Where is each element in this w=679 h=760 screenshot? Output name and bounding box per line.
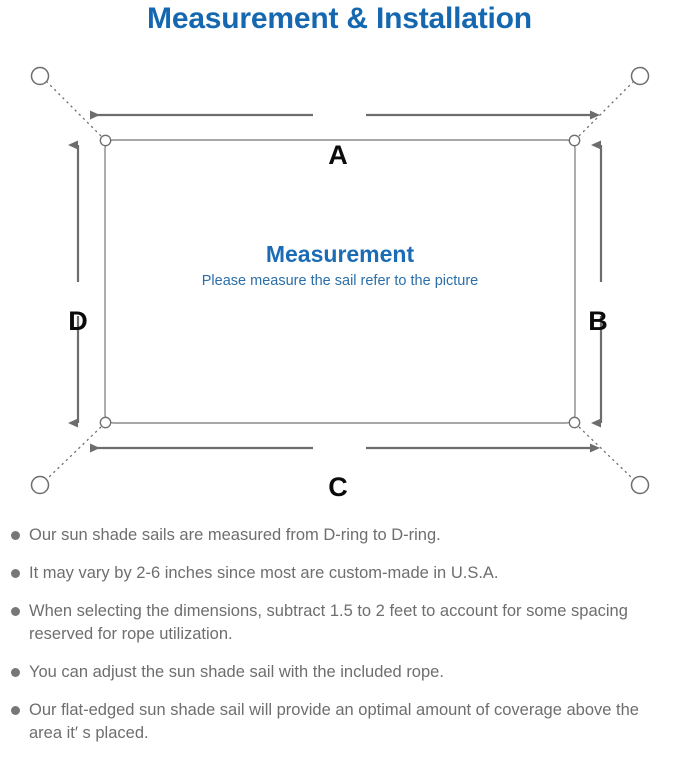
measurement-diagram: Measurement Please measure the sail refe… — [0, 44, 679, 514]
list-item: You can adjust the sun shade sail with t… — [0, 661, 679, 684]
dimension-label-a: A — [328, 140, 348, 170]
list-item-text: Our flat-edged sun shade sail will provi… — [29, 701, 639, 742]
list-item: It may vary by 2-6 inches since most are… — [0, 562, 679, 585]
dimension-label-d: D — [68, 306, 88, 336]
bullet-icon — [11, 569, 20, 578]
rope-bottom-right — [578, 426, 634, 480]
list-item: When selecting the dimensions, subtract … — [0, 600, 679, 646]
list-item-text: Our sun shade sails are measured from D-… — [29, 526, 441, 544]
dimension-label-b: B — [588, 306, 608, 336]
notes-list: Our sun shade sails are measured from D-… — [0, 524, 679, 760]
anchor-ring-bottom-right — [630, 475, 650, 495]
rope-bottom-left — [46, 426, 102, 480]
dimension-label-c: C — [328, 472, 348, 502]
rope-top-left — [46, 81, 102, 137]
anchor-ring-bottom-left — [30, 475, 50, 495]
list-item-text: When selecting the dimensions, subtract … — [29, 602, 628, 643]
bullet-icon — [11, 668, 20, 677]
list-item: Our sun shade sails are measured from D-… — [0, 524, 679, 547]
list-item-text: It may vary by 2-6 inches since most are… — [29, 564, 499, 582]
d-ring-top-right — [568, 134, 581, 147]
page-title: Measurement & Installation — [147, 2, 532, 35]
d-ring-bottom-right — [568, 416, 581, 429]
rope-top-right — [578, 81, 634, 137]
anchor-ring-top-left — [30, 66, 50, 86]
bullet-icon — [11, 706, 20, 715]
d-ring-top-left — [99, 134, 112, 147]
bullet-icon — [11, 531, 20, 540]
anchor-ring-top-right — [630, 66, 650, 86]
list-item-text: You can adjust the sun shade sail with t… — [29, 663, 444, 681]
diagram-canvas — [30, 66, 650, 495]
d-ring-bottom-left — [99, 416, 112, 429]
bullet-icon — [11, 607, 20, 616]
list-item: Our flat-edged sun shade sail will provi… — [0, 699, 679, 745]
sail-outline — [104, 139, 576, 424]
